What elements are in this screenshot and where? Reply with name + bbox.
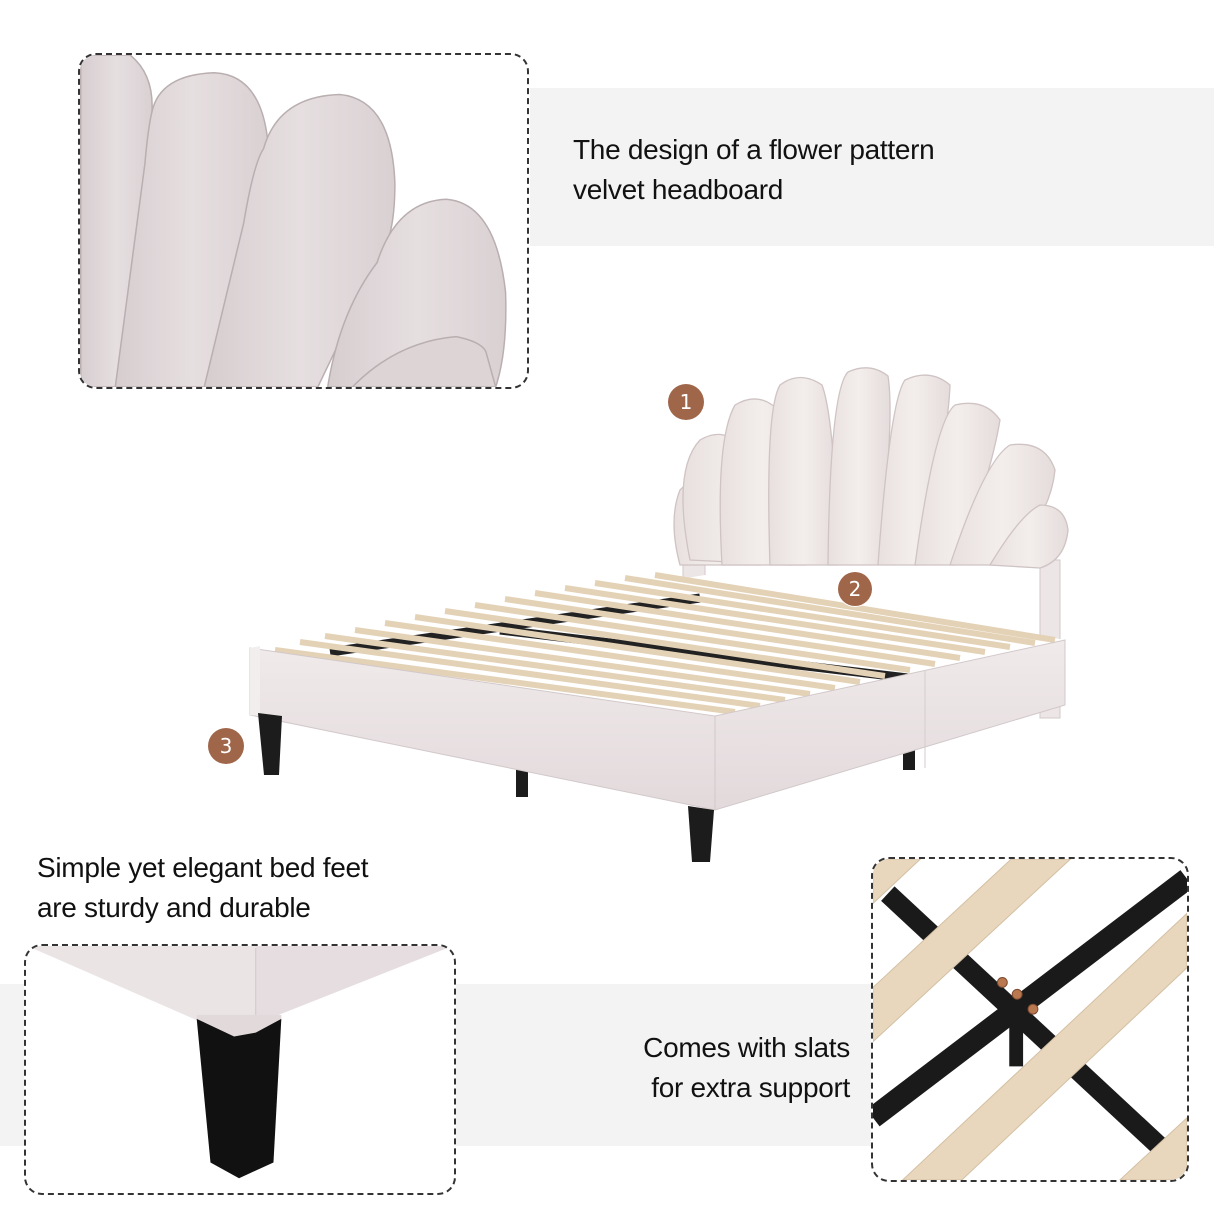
- bed-feet-caption-line-2: are sturdy and durable: [37, 892, 311, 923]
- slats-support-illustration: [873, 859, 1187, 1180]
- slats-caption-line-2: for extra support: [651, 1072, 850, 1103]
- badge-1: 1: [668, 384, 704, 420]
- headboard-petals-illustration: [80, 55, 507, 387]
- headboard-detail-image: [78, 53, 529, 389]
- slats-caption: Comes with slats for extra support: [608, 1028, 850, 1108]
- bed-feet-caption-line-1: Simple yet elegant bed feet: [37, 852, 369, 883]
- badge-3: 3: [208, 728, 244, 764]
- bed-foot-detail-image: [24, 944, 456, 1195]
- bed-feet-caption: Simple yet elegant bed feet are sturdy a…: [37, 848, 369, 928]
- headboard-caption-line-2: velvet headboard: [573, 174, 784, 205]
- headboard-caption-line-1: The design of a flower pattern: [573, 134, 935, 165]
- slats-caption-line-1: Comes with slats: [643, 1032, 850, 1063]
- headboard-caption: The design of a flower pattern velvet he…: [573, 130, 935, 210]
- badge-2: 2: [838, 572, 872, 606]
- wood-slats: [274, 572, 1056, 715]
- headboard-petals: [673, 367, 1069, 569]
- caption-band-headboard: [530, 88, 1214, 246]
- bed-foot-illustration: [27, 946, 453, 1179]
- slats-detail-image: [871, 857, 1189, 1182]
